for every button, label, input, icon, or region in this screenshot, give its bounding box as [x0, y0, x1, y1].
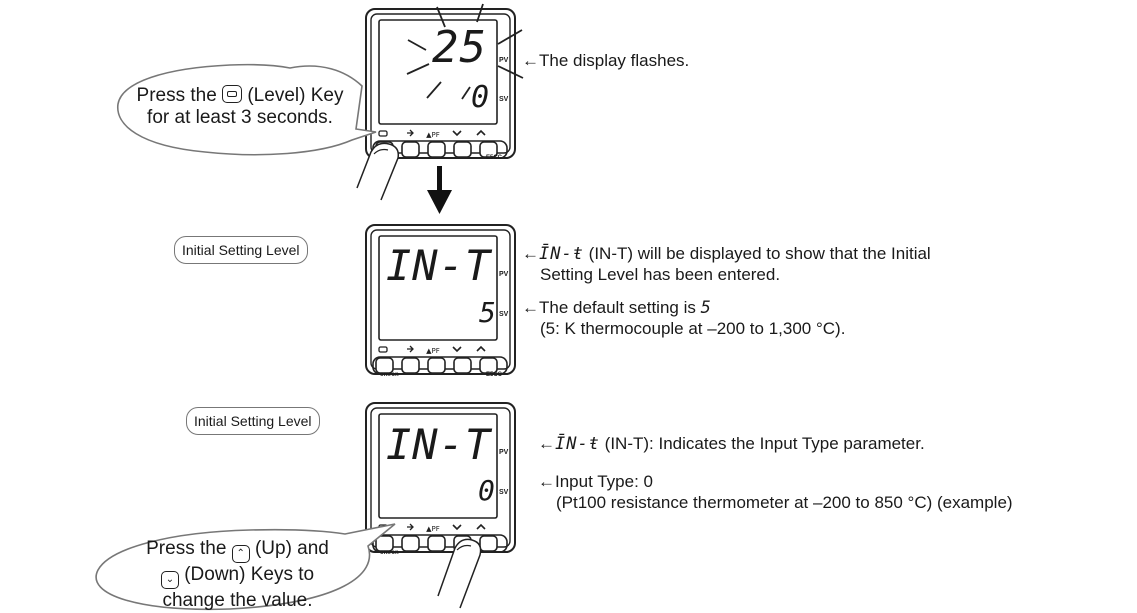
brand-label-2: omron	[380, 372, 399, 378]
up-key-icon: ⌃	[231, 545, 250, 563]
bubble-3-line3: change the value.	[162, 590, 313, 611]
pv-label-3: PV	[499, 449, 509, 456]
display-1-sv: 0	[471, 80, 491, 115]
display-2-sv: 5	[479, 296, 497, 329]
bubble-3-post: (Up) and	[249, 538, 329, 559]
tag-initial-setting-level-3: Initial Setting Level	[186, 407, 320, 435]
note-default-setting-line2: (5: K thermocouple at –200 to 1,300 °C).	[540, 319, 846, 338]
note-3a-text: (IN-T): Indicates the Input Type paramet…	[599, 434, 925, 453]
sv-label-3: SV	[499, 489, 509, 496]
bubble-1-post: (Level) Key	[242, 85, 344, 106]
bubble-3-line2: (Down) Keys to	[178, 564, 315, 585]
display-3-sv: 0	[478, 474, 496, 507]
note-2b-pre: ←The default setting is	[522, 298, 701, 317]
bubble-1-text: Press the (Level) Key for at least 3 sec…	[135, 85, 345, 129]
bubble-1-line2: for at least 3 seconds.	[147, 107, 333, 128]
controller-2	[365, 224, 516, 375]
pv-label-1: PV	[499, 57, 509, 64]
display-2-pv: IN-T	[386, 241, 492, 290]
controller-3	[365, 402, 516, 553]
display-1-pv: 25	[432, 22, 487, 73]
speech-bubble-1	[117, 63, 377, 156]
controller-1	[365, 3, 524, 159]
default-value: 5	[700, 298, 712, 318]
note-input-type-param: ←ĪN-ŧ (IN-T): Indicates the Input Type p…	[538, 433, 925, 455]
code-in-t-2: ĪN-ŧ	[539, 244, 584, 264]
arrow-2a: ←	[522, 244, 539, 263]
brand-label-3: omron	[380, 550, 399, 556]
note-in-t-entered-line2: Setting Level has been entered.	[540, 265, 781, 284]
finger-pressing-down-key	[437, 538, 482, 609]
bubble-3-pre: Press the	[146, 538, 232, 559]
arrow-3a: ←	[538, 434, 555, 453]
note-default-setting: ←The default setting is 5	[522, 297, 712, 319]
level-key-icon	[222, 85, 243, 103]
model-label-1: E5CC	[486, 155, 503, 161]
note-in-t-entered: ←ĪN-ŧ (IN-T) will be displayed to show t…	[522, 243, 931, 265]
note-2a-text: (IN-T) will be displayed to show that th…	[583, 244, 931, 263]
sv-label-1: SV	[499, 96, 509, 103]
down-arrow	[427, 166, 452, 214]
bubble-1-pre: Press the	[136, 85, 223, 106]
down-key-icon: ⌄	[160, 571, 179, 589]
display-3-pv: IN-T	[386, 420, 492, 469]
note-input-type-value: ←Input Type: 0	[538, 472, 653, 491]
tag-initial-setting-level-2: Initial Setting Level	[174, 236, 308, 264]
model-label-2: E5CC	[486, 372, 503, 378]
pv-label-2: PV	[499, 271, 509, 278]
note-display-flashes: ←The display flashes.	[522, 51, 690, 70]
sv-label-2: SV	[499, 311, 509, 318]
bubble-3-text: Press the ⌃ (Up) and ⌄ (Down) Keys to ch…	[125, 537, 350, 612]
note-input-type-desc: (Pt100 resistance thermometer at –200 to…	[556, 493, 1013, 512]
code-in-t-3: ĪN-ŧ	[555, 434, 600, 454]
finger-pressing-level-key	[356, 142, 400, 201]
